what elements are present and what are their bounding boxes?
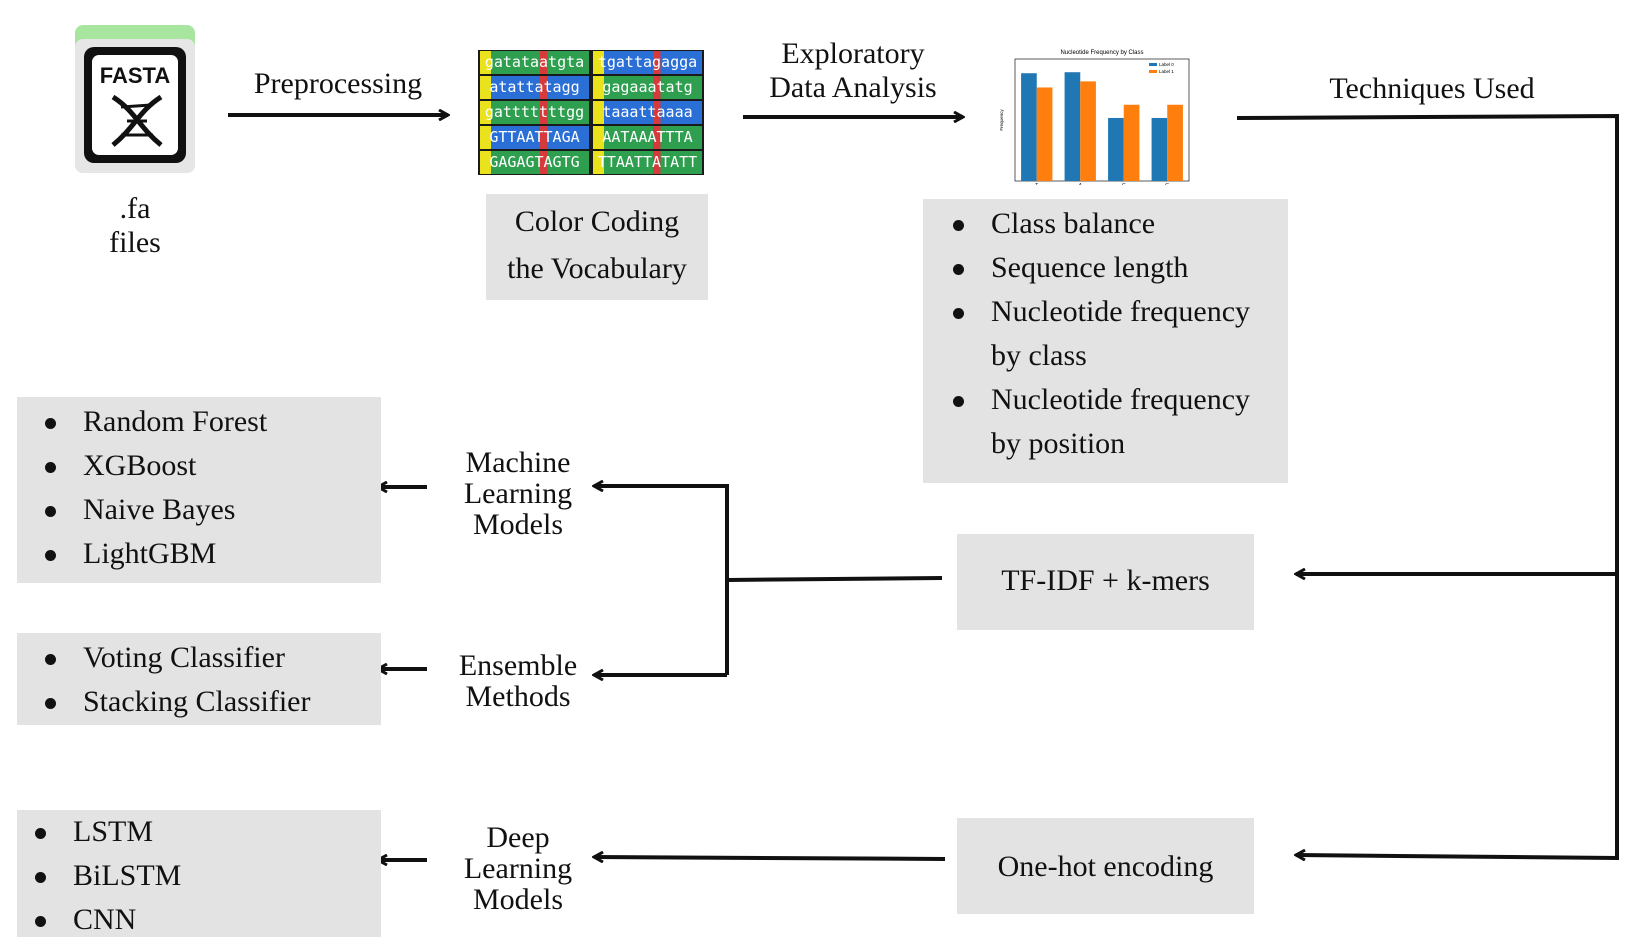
tfidf-kmers-box: TF-IDF + k-mers: [957, 534, 1254, 630]
ensemble-list-item: Voting Classifier: [27, 636, 310, 680]
sequence-tile: taaattaaaa: [593, 101, 702, 124]
ml-list-item: Random Forest: [27, 400, 267, 444]
sequence-tile: tgattagagga: [593, 51, 702, 74]
eda-list-item: by position: [991, 427, 1126, 460]
techniques-used-label: Techniques Used: [1329, 72, 1535, 105]
one-hot-encoding-box: One-hot encoding: [957, 818, 1254, 914]
eda-label: Exploratory Data Analysis: [769, 37, 937, 104]
fa-files-label: .fa files: [109, 192, 161, 259]
eda-list-item: Nucleotide frequency: [935, 290, 1250, 334]
chart-bar: [1080, 81, 1096, 181]
color-coding-box: Color Coding the Vocabulary: [486, 194, 708, 300]
sequence-tile: GTTAATTAGA: [480, 126, 589, 149]
chart-y-label: Frequency: [999, 109, 1004, 131]
chart-bar: [1167, 104, 1183, 181]
ml-list-item: Naive Bayes: [27, 488, 267, 532]
chart-legend-swatch: [1149, 63, 1157, 66]
arrow-to-dl: [594, 857, 946, 859]
chart-bar: [1108, 117, 1124, 181]
sequence-tile: GAGAGTAGTG: [480, 151, 589, 174]
sequence-tile: gagaaatatg: [593, 76, 702, 99]
chart-x-tick: G: [1165, 183, 1169, 185]
chart-bar: [1064, 72, 1081, 181]
fasta-file-icon: FASTA: [75, 25, 195, 173]
chart-legend-label: Label 1: [1159, 69, 1174, 74]
sequence-tile: gatttttttgg: [480, 101, 589, 124]
sequence-tile: atattatagg: [480, 76, 589, 99]
sequence-tile: AATAAATTTA: [593, 126, 702, 149]
eda-list-item: Class balance: [935, 202, 1250, 246]
eda-list-item: Sequence length: [935, 246, 1250, 290]
chart-bar: [1021, 73, 1037, 181]
ensemble-methods-label: Ensemble Methods: [458, 649, 578, 713]
ml-list-item: LightGBM: [27, 532, 267, 576]
sequence-tile: TTAATTATATT: [593, 151, 702, 174]
arrow-to-ml: [594, 486, 729, 675]
chart-bar: [1123, 104, 1140, 181]
chart-bar: [1036, 87, 1053, 181]
dl-list-item: CNN: [17, 898, 181, 942]
chart-title: Nucleotide Frequency by Class: [1060, 50, 1143, 56]
dl-list-item: BiLSTM: [17, 854, 181, 898]
dl-list-item: LSTM: [17, 810, 181, 854]
ensemble-list-item: Stacking Classifier: [27, 680, 310, 724]
preprocessing-label: Preprocessing: [253, 67, 423, 100]
ml-list-item: XGBoost: [27, 444, 267, 488]
machine-learning-models-label: Machine Learning Models: [463, 446, 573, 541]
chart-x-tick: T: [1035, 183, 1038, 185]
eda-list-item: Nucleotide frequency: [935, 378, 1250, 422]
sequence-tile: gatataatgta: [480, 51, 589, 74]
nucleotide-frequency-mini-chart: Nucleotide Frequency by ClassT A C G Label 0…: [999, 50, 1190, 185]
chart-legend-swatch: [1149, 70, 1157, 73]
deep-learning-models-label: Deep Learning Models: [463, 821, 573, 916]
chart-x-tick: A: [1079, 183, 1083, 185]
chart-legend-label: Label 0: [1159, 62, 1174, 67]
tfidf-to-branch: [726, 576, 943, 582]
techniques-trunk: [1236, 113, 1619, 858]
chart-bar: [1151, 117, 1168, 181]
eda-list-item: by class: [991, 339, 1087, 372]
chart-x-tick: C: [1122, 183, 1126, 185]
svg-text:FASTA: FASTA: [100, 63, 171, 88]
